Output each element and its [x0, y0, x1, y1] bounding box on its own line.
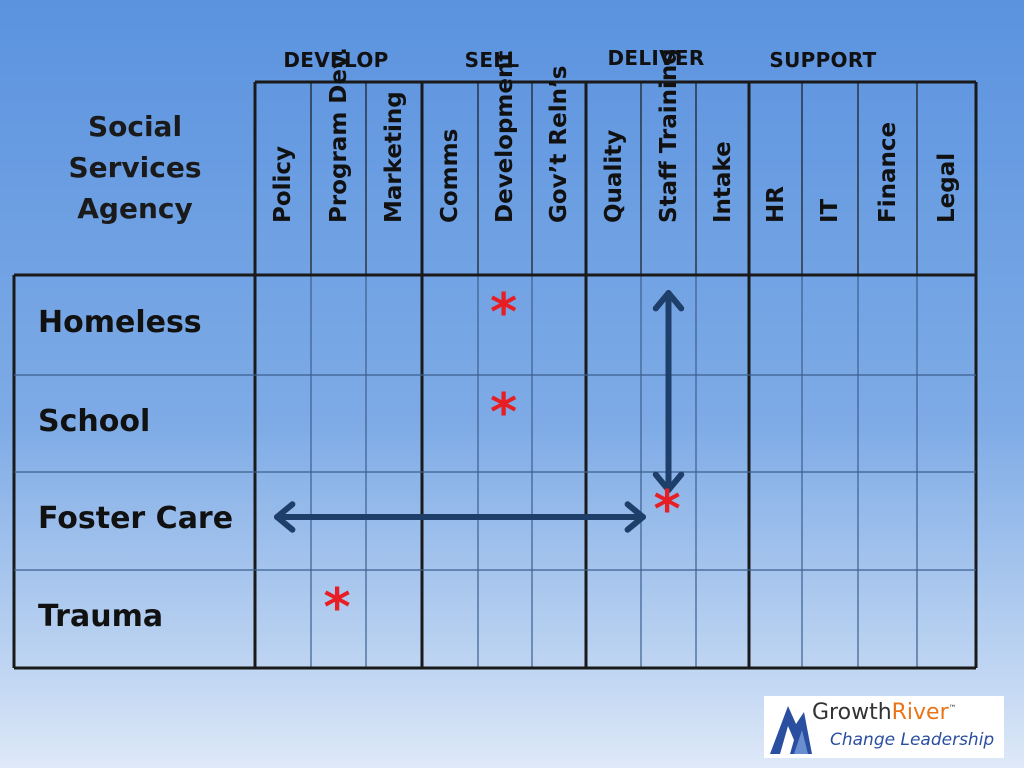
column-header: Finance [858, 78, 917, 258]
group-label-sell: SELL [464, 48, 520, 72]
vertical-arrow-head-start [652, 290, 685, 312]
agency-title-line-1: Social [87, 110, 183, 143]
agency-title-line-2: Services [68, 151, 202, 184]
group-label-develop: DEVELOP [283, 48, 389, 72]
priority-marker: * [653, 480, 681, 540]
group-label-deliver: DELIVER [607, 46, 705, 70]
column-header-label: Policy [270, 145, 296, 223]
column-header-label: Finance [874, 121, 901, 223]
column-header: Quality [586, 78, 641, 258]
column-header: Program Dev. [311, 47, 366, 258]
horizontal-arrow-head-end [624, 501, 646, 533]
column-header-label: Legal [933, 152, 960, 223]
column-header: Intake [696, 78, 749, 258]
priority-marker: * [323, 578, 351, 638]
column-header-label: Marketing [381, 91, 407, 223]
column-header: Marketing [366, 78, 422, 258]
column-header: HR [749, 78, 802, 258]
agency-title: Social Services Agency [40, 106, 230, 229]
column-header: Comms [422, 78, 478, 258]
column-header-label: Intake [709, 141, 736, 223]
row-label: Foster Care [38, 501, 234, 536]
logo-tagline: Change Leadership [830, 730, 995, 750]
column-header: Development [478, 51, 532, 258]
vertical-arrow-head-end [652, 471, 685, 493]
column-header-label: Staff Training [655, 48, 682, 223]
row-label: Homeless [38, 305, 202, 340]
column-header: Legal [917, 78, 976, 258]
group-label-support: SUPPORT [769, 48, 877, 72]
logo-word-growth: Growth [812, 700, 892, 725]
column-header-label: Development [492, 50, 518, 223]
column-header-label: Gov’t Reln’s [546, 65, 572, 223]
column-header: Policy [255, 78, 311, 258]
row-label: Trauma [38, 599, 164, 634]
column-header: IT [802, 78, 858, 258]
horizontal-arrow-head-start [274, 501, 296, 533]
logo-trademark: ™ [948, 703, 957, 713]
column-header-label: Program Dev. [325, 47, 352, 223]
column-header: Staff Training [641, 48, 696, 258]
logo-wordmark: GrowthRiver™ [812, 700, 957, 725]
priority-marker: * [490, 283, 518, 343]
agency-title-line-3: Agency [77, 192, 193, 225]
column-header-label: Quality [600, 129, 627, 223]
priority-marker: * [490, 383, 518, 443]
growthriver-logo: GrowthRiver™ Change Leadership [764, 696, 1004, 758]
column-header-label: Comms [437, 128, 463, 223]
column-header: Gov’t Reln’s [532, 66, 586, 258]
column-header-label: HR [762, 186, 789, 223]
logo-word-river: River [891, 700, 949, 725]
mountain-logo-icon [770, 706, 812, 754]
column-header-label: IT [817, 198, 843, 223]
row-label: School [38, 403, 151, 439]
